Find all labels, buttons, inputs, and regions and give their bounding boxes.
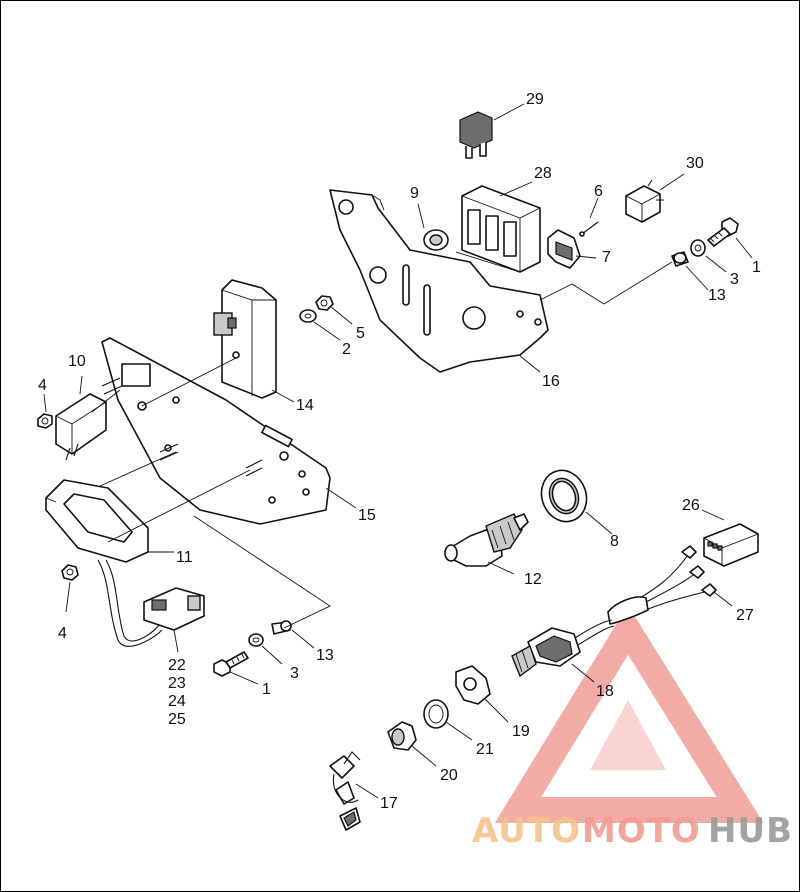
callout-8: 8	[610, 533, 619, 550]
watermark-auto: AUTO	[472, 811, 581, 851]
part-13-spacer-lower	[271, 620, 292, 635]
part-6-pin	[579, 221, 599, 237]
callout-30: 30	[686, 155, 704, 172]
part-3-washer-lower	[248, 633, 264, 647]
part-17-terminal	[329, 751, 361, 831]
callout-2: 2	[342, 341, 351, 358]
callout-1-top: 1	[752, 259, 761, 276]
part-29-fuse	[459, 111, 493, 159]
callout-6: 6	[594, 183, 603, 200]
callout-16: 16	[542, 373, 560, 390]
part-15-bracket	[101, 337, 331, 525]
part-28-fuse-block	[461, 185, 541, 273]
callout-12: 12	[524, 571, 542, 588]
callout-labels: 29 28 30 6 9 7 1 3 13 5 2 16 14 10 4 15 …	[38, 91, 761, 812]
callout-22: 22	[168, 657, 186, 674]
part-30-breaker	[625, 179, 664, 223]
callout-9: 9	[410, 185, 419, 202]
callout-27: 27	[736, 607, 754, 624]
part-11-housing	[45, 479, 149, 563]
part-3-washer-top	[690, 239, 706, 257]
part-8-ring	[540, 469, 588, 523]
part-16-bracket	[329, 189, 549, 373]
part-21-washer	[423, 699, 449, 729]
part-14-module	[213, 279, 277, 399]
callout-20: 20	[440, 767, 458, 784]
callout-3-lower: 3	[290, 665, 299, 682]
part-10-relay	[55, 393, 107, 461]
part-4-nut-top	[37, 413, 53, 429]
callout-17: 17	[380, 795, 398, 812]
part-7-clip	[547, 229, 581, 269]
part-18-sensor	[511, 619, 615, 678]
watermark-hub: HUB	[708, 811, 793, 851]
callout-15: 15	[358, 507, 376, 524]
callout-14: 14	[296, 397, 314, 414]
part-26-connector	[703, 523, 759, 567]
callout-leaders	[43, 103, 753, 799]
callout-7: 7	[602, 249, 611, 266]
part-12-switch	[444, 513, 529, 567]
callout-23: 23	[168, 675, 186, 692]
callout-13-top: 13	[708, 287, 726, 304]
watermark-text: AUTO MOTO HUB	[472, 811, 793, 851]
part-13-spacer-top	[671, 251, 689, 267]
assembly-lines	[91, 251, 673, 629]
callout-4-top: 4	[38, 377, 47, 394]
callout-4-bottom: 4	[58, 625, 67, 642]
callout-26: 26	[682, 497, 700, 514]
part-9-grommet	[423, 229, 449, 251]
part-1-bolt-top	[707, 217, 739, 247]
watermark-logo	[494, 605, 764, 823]
callout-21: 21	[476, 741, 494, 758]
part-20-nut	[387, 721, 417, 751]
callout-1-lower: 1	[262, 681, 271, 698]
callout-5: 5	[356, 325, 365, 342]
part-27-terminals	[607, 545, 717, 625]
callout-18: 18	[596, 683, 614, 700]
callout-28: 28	[534, 165, 552, 182]
callout-19: 19	[512, 723, 530, 740]
part-19-tab-washer	[455, 665, 491, 705]
callout-13-lower: 13	[316, 647, 334, 664]
part-22-connector	[97, 559, 205, 647]
callout-29: 29	[526, 91, 544, 108]
watermark-moto: MOTO	[582, 811, 701, 851]
part-4-nut-bottom	[61, 564, 79, 581]
callout-11: 11	[176, 549, 193, 566]
callout-25: 25	[168, 711, 186, 728]
callout-3-top: 3	[730, 271, 739, 288]
part-5-nut	[315, 295, 334, 311]
part-2-washer	[299, 309, 317, 323]
callout-10: 10	[68, 353, 86, 370]
callout-24: 24	[168, 693, 186, 710]
